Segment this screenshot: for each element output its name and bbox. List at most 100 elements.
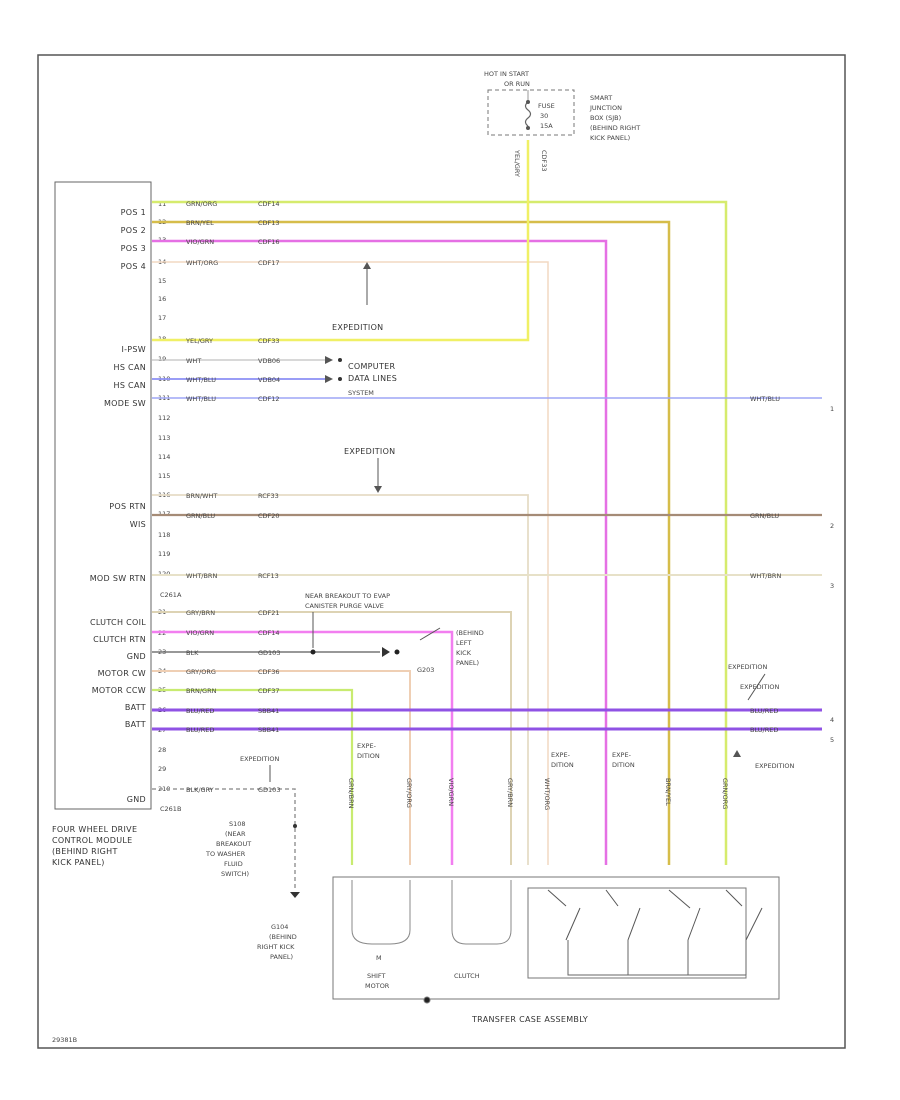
wire-label-color: WHT/ORG [186, 259, 218, 267]
pin-name-1: POS 1 [121, 208, 146, 217]
wire-label-circuit: GD103 [258, 786, 280, 794]
pin-name-20: MOD SW RTN [90, 574, 146, 583]
module-title-line-1: FOUR WHEEL DRIVE [52, 825, 137, 834]
wire-pos4 [152, 261, 549, 865]
wire-pos1 [152, 200, 728, 865]
g203-label: G203 [417, 666, 434, 674]
expedition-label-4: EXPEDITION [740, 683, 780, 691]
fuse-terminal [526, 126, 530, 130]
expe-dition-1a: EXPE- [357, 742, 377, 750]
transfer-case-label: TRANSFER CASE ASSEMBLY [471, 1015, 588, 1024]
wire-clutch-coil [152, 611, 512, 865]
g203-label-4: KICK [456, 649, 472, 657]
switch-contact [745, 907, 763, 941]
pin-name-22: CLUTCH RTN [93, 635, 146, 644]
expe-dition-3b: DITION [612, 761, 635, 769]
pin-name-8: I-PSW [121, 345, 146, 354]
wire-label-color: WHT [186, 357, 201, 365]
pin-num-19: 19 [158, 355, 166, 363]
wire-label-circuit: CDF14 [258, 200, 280, 208]
right-num: 5 [830, 736, 834, 744]
fuse-header-1: HOT IN START [484, 70, 529, 78]
bottom-code: GRY/BRN [506, 778, 514, 807]
pin-num-16: 16 [158, 295, 166, 303]
wire-label-circuit: CDF13 [258, 219, 280, 227]
shift-motor-body [351, 929, 411, 945]
pin-name-10: HS CAN [114, 381, 146, 390]
wire-pos-rtn [152, 494, 529, 865]
switch-contact [668, 889, 691, 909]
pin-name-4: POS 4 [121, 262, 146, 271]
right-num: 3 [830, 582, 834, 590]
module-title-line-4: KICK PANEL) [52, 858, 105, 867]
right-label: GRN/BLU [750, 512, 779, 520]
computer-data-lines-3: SYSTEM [348, 389, 374, 397]
fuse-amps: 15A [540, 122, 553, 130]
g203-label-2: (BEHIND [456, 629, 484, 637]
motor-leads [351, 880, 411, 930]
pin-num-15: 15 [158, 277, 166, 285]
wire-gnd-2 [152, 788, 296, 890]
pin-name-23: GND [127, 652, 146, 661]
fuse-element [524, 101, 532, 127]
module-pin-labels: POS 1 POS 2 POS 3 POS 4 I-PSW HS CAN HS … [90, 200, 182, 813]
clutch-label: CLUTCH [454, 972, 480, 980]
pin-name-26: BATT [125, 703, 146, 712]
wire-label-circuit: CDF12 [258, 395, 280, 403]
clutch-body [451, 929, 512, 945]
wire-motor-ccw [152, 688, 354, 865]
computer-data-lines-2: DATA LINES [348, 374, 397, 383]
ground-arrow [382, 647, 390, 657]
wire-label-circuit: CDF33 [258, 337, 280, 345]
right-label: WHT/BRN [750, 572, 781, 580]
wires [152, 140, 822, 890]
arrow-head [374, 486, 382, 493]
right-num: 4 [830, 716, 834, 724]
fuse-label: FUSE [538, 102, 555, 110]
bottom-wire-codes: GRN/BRN GRY/ORG VIO/GRN GRY/BRN WHT/ORG … [347, 778, 729, 810]
wire-labels: GRN/ORG CDF14 BRN/YEL CDF13 VIO/GRN CDF1… [185, 200, 280, 794]
switch-block [527, 887, 747, 979]
fuse-box-outline [487, 89, 575, 136]
pin-name-210: GND [127, 795, 146, 804]
wire-label-circuit: CDF16 [258, 238, 280, 246]
wire-label-color: GRN/BLU [186, 512, 215, 520]
bottom-code: GRN/BRN [347, 778, 355, 809]
pin-num-115: 115 [158, 472, 170, 480]
connector-c261a: C261A [160, 591, 182, 599]
ground-g203-node [394, 649, 400, 655]
wire-label-color: WHT/BLU [186, 395, 216, 403]
wire-label-color: WHT/BRN [186, 572, 217, 580]
pin-num-17: 17 [158, 314, 166, 322]
pin-num-118: 118 [158, 531, 170, 539]
splice-s108 [293, 824, 297, 828]
wire-label-color: BRN/WHT [186, 492, 217, 500]
wire-label-circuit: CDF20 [258, 512, 280, 520]
wire-label-circuit: CDF21 [258, 609, 280, 617]
sjb-label-4: (BEHIND RIGHT [590, 124, 640, 132]
ground-g104-symbol [290, 892, 300, 898]
fuse-terminal [526, 100, 530, 104]
fuse-number: 30 [540, 112, 548, 120]
expe-dition-2a: EXPE- [551, 751, 571, 759]
right-label: BLU/RED [750, 707, 778, 715]
wire-label-color: VIO/GRN [186, 629, 214, 637]
arrow-head [733, 750, 741, 757]
splice-s203 [310, 649, 316, 655]
g104-label-4: PANEL) [270, 953, 293, 961]
wire-label-circuit: SBB41 [258, 726, 279, 734]
right-label: BLU/RED [750, 726, 778, 734]
switch-contact [605, 889, 619, 907]
pin-name-16: POS RTN [109, 502, 146, 511]
transfer-case-assembly [332, 876, 780, 1004]
annotations: EXPEDITION COMPUTER DATA LINES SYSTEM EX… [205, 262, 795, 961]
wire-label-color: BLK [186, 649, 199, 657]
expe-dition-1b: DITION [357, 752, 380, 760]
s108-label-4: TO WASHER [205, 850, 246, 858]
pin-name-17: WIS [130, 520, 146, 529]
switch-contact [627, 907, 641, 941]
wire-label-color: GRY/BRN [186, 609, 215, 617]
bottom-code: GRY/ORG [405, 778, 413, 808]
pin-num-112: 112 [158, 414, 170, 422]
